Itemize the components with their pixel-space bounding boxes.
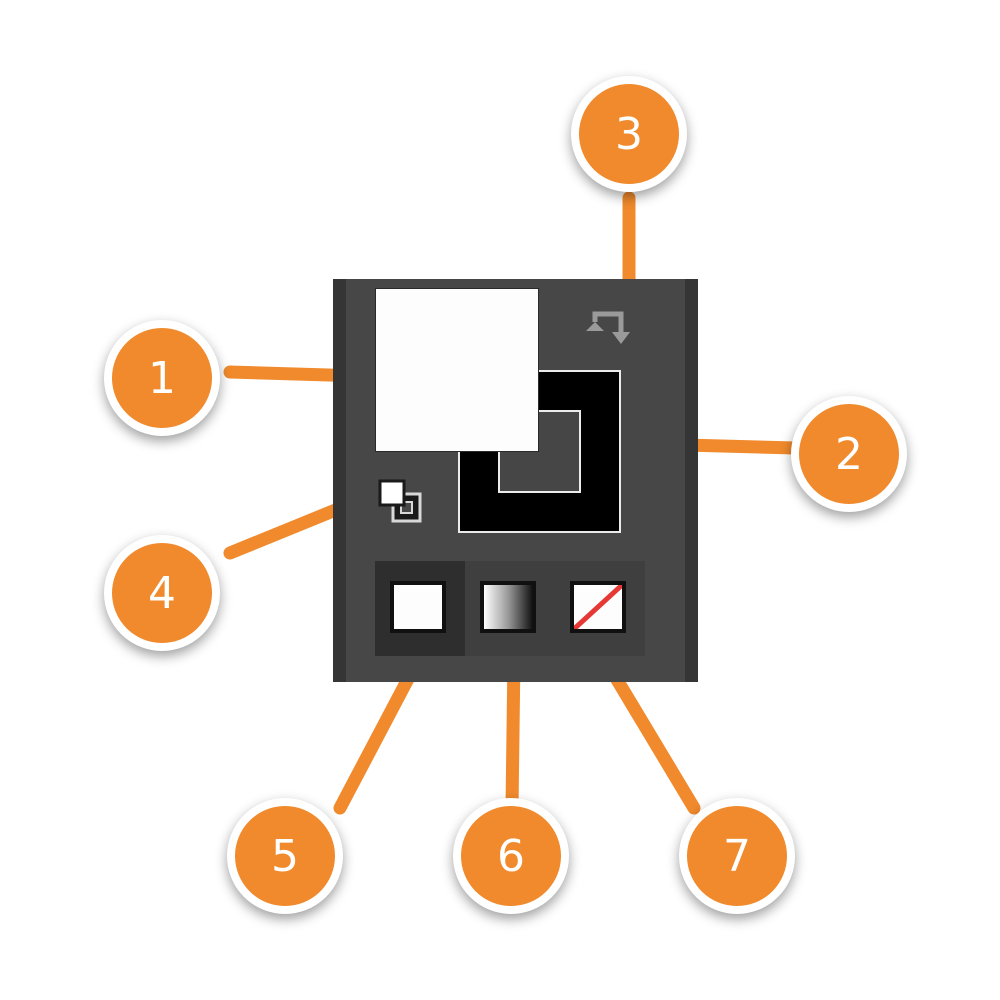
fill-mode-buttons — [375, 561, 645, 656]
callout-2: 2 — [791, 396, 907, 512]
none-mode-button[interactable] — [555, 561, 645, 656]
callout-7: 7 — [679, 798, 795, 914]
gradient-swatch-icon — [480, 581, 536, 633]
callout-3: 3 — [571, 76, 687, 192]
none-swatch-icon — [570, 581, 626, 633]
callout-4: 4 — [104, 535, 220, 651]
swap-fill-stroke-icon[interactable] — [583, 300, 633, 350]
fill-swatch[interactable] — [376, 289, 538, 451]
panel-right-edge — [685, 279, 698, 682]
callout-1: 1 — [104, 320, 220, 436]
leader-line-5 — [333, 653, 425, 815]
gradient-mode-button[interactable] — [465, 561, 555, 656]
leader-line-7 — [597, 651, 701, 815]
callout-6: 6 — [453, 798, 569, 914]
color-mode-button[interactable] — [375, 561, 465, 656]
callout-5: 5 — [227, 798, 343, 914]
default-fill-stroke-icon[interactable] — [374, 475, 434, 535]
color-swatch-icon — [390, 581, 446, 633]
panel-left-edge — [333, 279, 346, 682]
